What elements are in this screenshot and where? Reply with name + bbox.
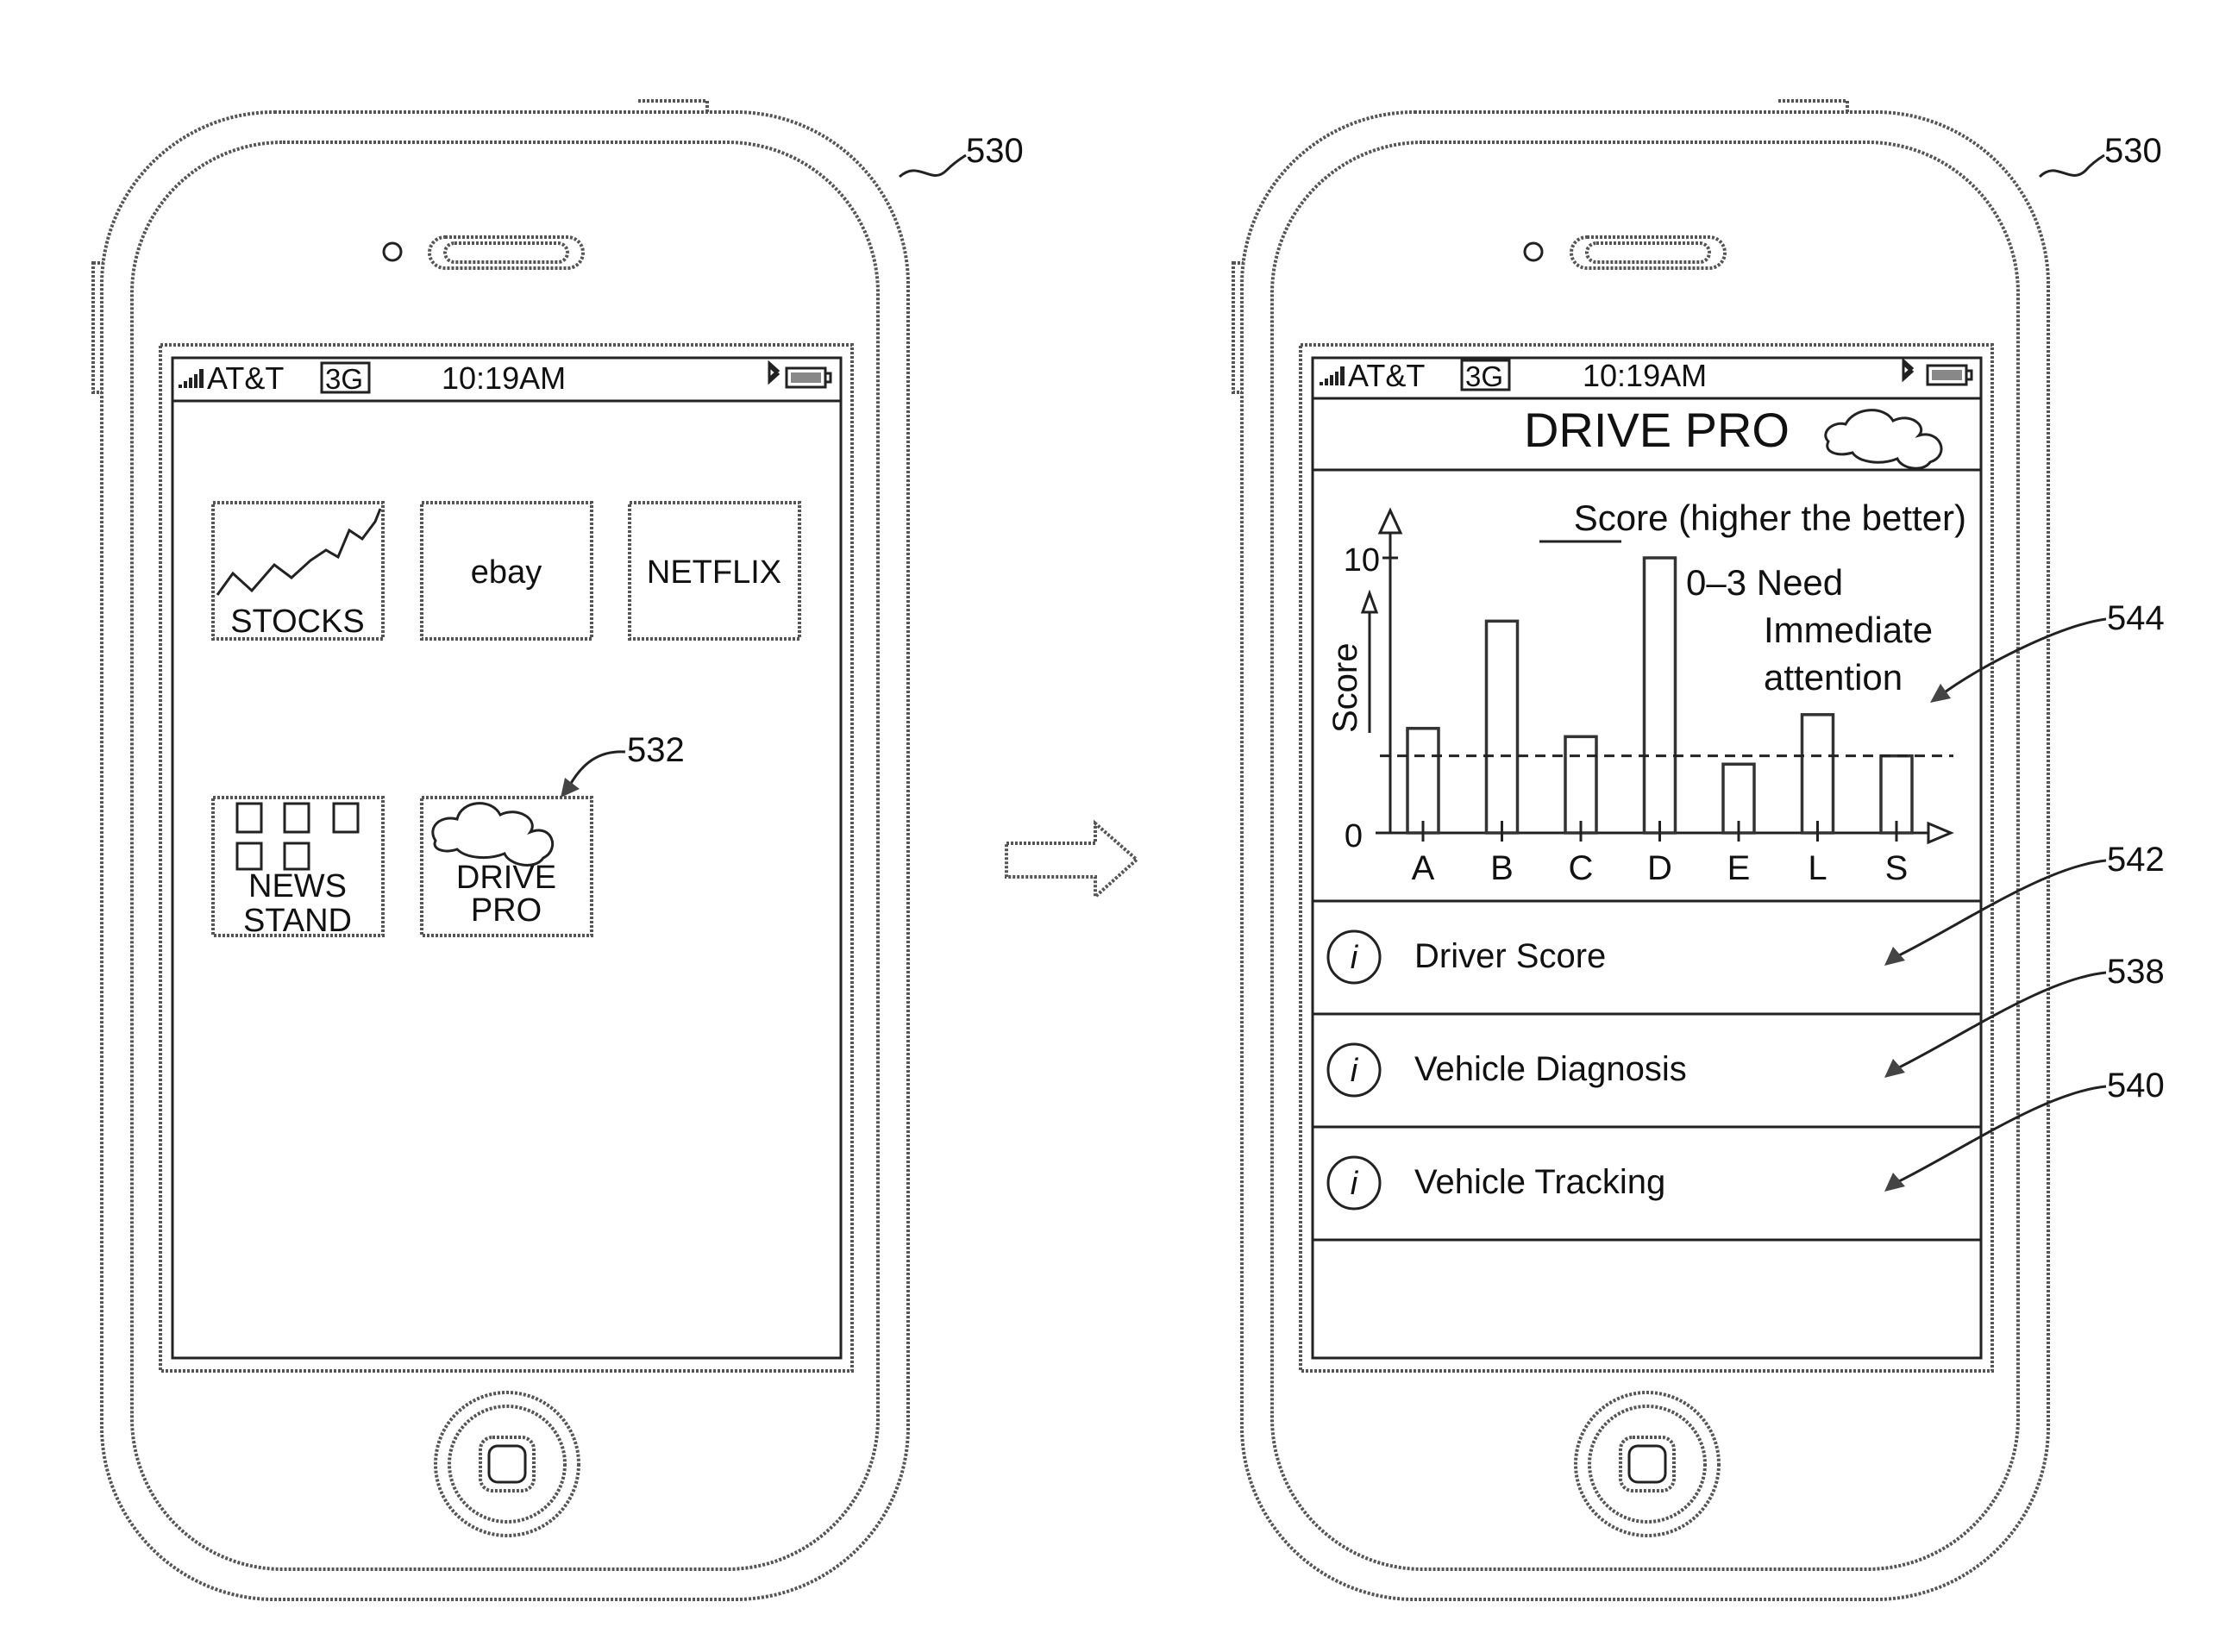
clock: 10:19AM — [1583, 358, 1707, 393]
carrier-label: AT&T — [1348, 358, 1425, 393]
bar-L — [1802, 715, 1834, 833]
menu-label-vehicle-tracking: Vehicle Tracking — [1414, 1163, 1665, 1201]
y-tick-0: 0 — [1345, 818, 1363, 854]
ref-532: 532 — [627, 731, 685, 769]
ref-540: 540 — [2107, 1067, 2165, 1104]
leader-line-530-right — [2040, 155, 2104, 177]
app-newsstand-label-line1: NEWS — [248, 868, 347, 904]
app-stocks-label: STOCKS — [230, 604, 365, 640]
x-tick-label-E: E — [1727, 849, 1751, 887]
ref-530-left: 530 — [966, 132, 1024, 170]
ref-538: 538 — [2107, 953, 2165, 991]
app-drive-pro-label-line1: DRIVE — [456, 860, 556, 896]
x-tick-label-A: A — [1412, 849, 1435, 887]
ref-544: 544 — [2107, 599, 2165, 637]
leader-line-530-left — [900, 155, 966, 177]
x-tick-label-B: B — [1490, 849, 1514, 887]
earpiece-grille — [1587, 243, 1709, 262]
threshold-note-line2: Immediate — [1764, 610, 1933, 650]
chart-title: Score (higher the better) — [1574, 497, 1966, 538]
network-label: 3G — [1465, 360, 1503, 392]
y-tick-10: 10 — [1344, 542, 1380, 579]
x-tick-label-D: D — [1647, 849, 1672, 887]
app-drive-pro[interactable]: DRIVE PRO — [422, 798, 592, 936]
earpiece-grille — [445, 243, 567, 262]
app-netflix-label: NETFLIX — [647, 554, 781, 591]
menu-label-vehicle-diagnosis: Vehicle Diagnosis — [1414, 1050, 1687, 1088]
bar-B — [1487, 621, 1518, 833]
app-ebay[interactable]: ebay — [422, 503, 592, 639]
app-netflix[interactable]: NETFLIX — [630, 503, 799, 639]
threshold-note-line1: 0–3 Need — [1686, 562, 1843, 603]
app-ebay-label: ebay — [471, 554, 542, 591]
y-axis-label: Score — [1326, 643, 1364, 734]
ref-530-right: 530 — [2104, 132, 2162, 170]
app-title: DRIVE PRO — [1524, 403, 1790, 457]
ref-542: 542 — [2107, 841, 2165, 879]
x-tick-label-S: S — [1885, 849, 1909, 887]
network-label: 3G — [325, 363, 363, 395]
app-stocks[interactable]: STOCKS — [213, 503, 383, 640]
clock: 10:19AM — [442, 360, 566, 396]
threshold-note-line3: attention — [1764, 657, 1903, 698]
app-drive-pro-label-line2: PRO — [471, 892, 542, 929]
carrier-label: AT&T — [207, 360, 284, 396]
app-newsstand-label-line2: STAND — [243, 903, 352, 939]
bar-A — [1407, 729, 1439, 833]
x-tick-label-L: L — [1808, 849, 1827, 887]
bar-C — [1565, 736, 1596, 833]
app-newsstand[interactable]: NEWS STAND — [213, 798, 383, 939]
x-tick-label-C: C — [1569, 849, 1594, 887]
bar-D — [1645, 558, 1676, 833]
transition-arrow — [1006, 823, 1137, 897]
menu-label-driver-score: Driver Score — [1414, 937, 1606, 975]
